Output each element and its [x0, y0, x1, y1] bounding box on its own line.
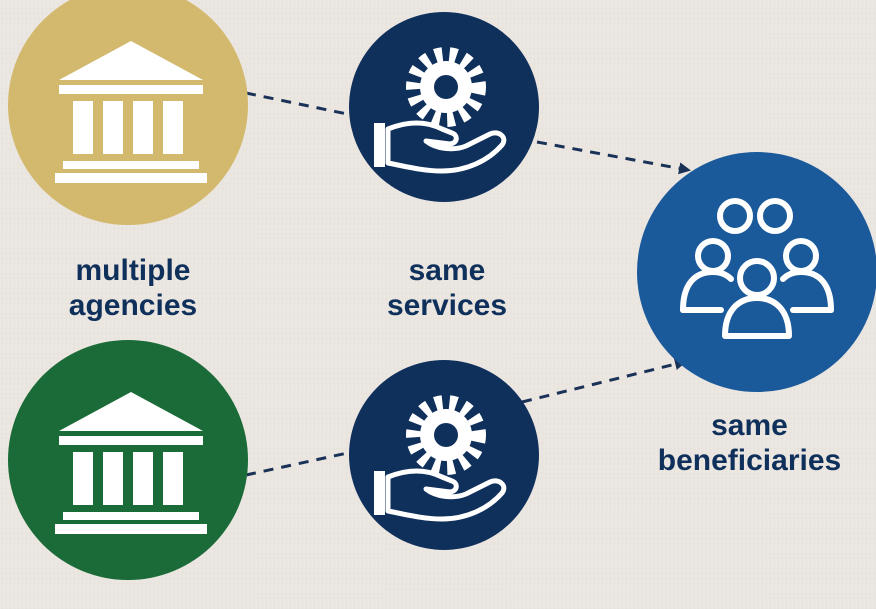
beneficiaries-label: same beneficiaries [657, 409, 842, 477]
beneficiaries-node [637, 152, 876, 392]
connector-agency-top-to-service [245, 91, 353, 117]
services-label: same services [386, 254, 508, 322]
connector-agency-bottom-to-service [245, 450, 353, 477]
agency-node-bottom [8, 340, 248, 580]
service-node-top [349, 12, 539, 202]
connector-service-bottom-to-beneficiaries [521, 358, 687, 404]
agencies-label: multiple agencies [68, 254, 198, 322]
service-node-bottom [349, 360, 539, 550]
connector-service-top-to-beneficiaries [536, 140, 691, 175]
agency-node-top [8, 0, 248, 225]
